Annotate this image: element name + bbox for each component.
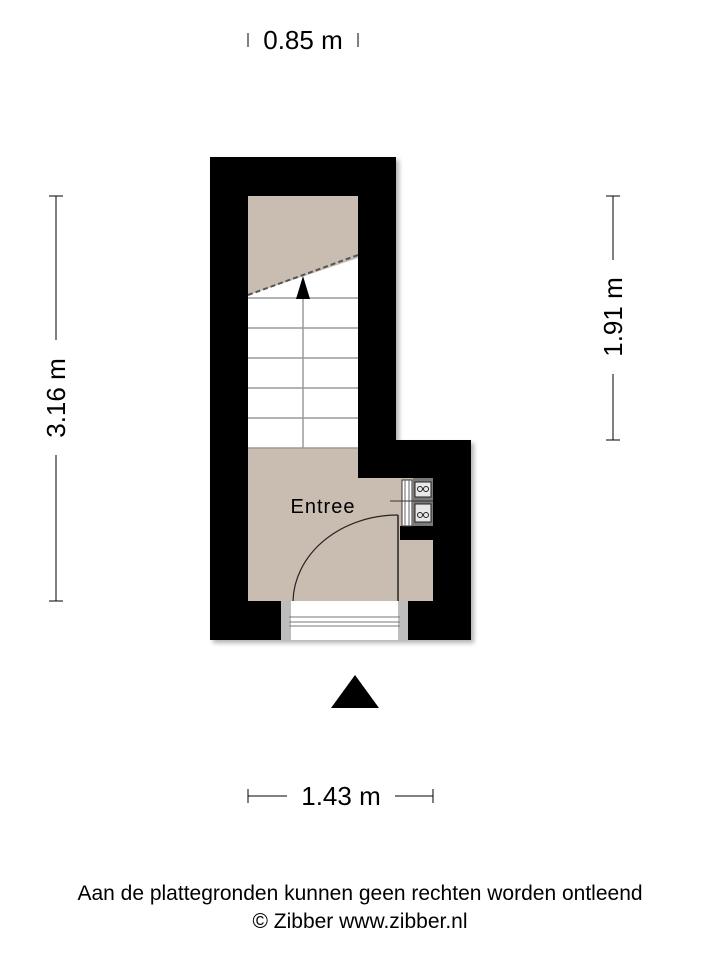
- north-arrow-triangle-icon: [331, 675, 379, 708]
- dimension-bottom-label: 1.43 m: [301, 781, 381, 811]
- disclaimer-text: Aan de plattegronden kunnen geen rechten…: [77, 882, 643, 905]
- room-label-entree: Entree: [291, 496, 356, 518]
- dimension-bottom: 1.43 m: [247, 781, 434, 811]
- copyright-text: © Zibber www.zibber.nl: [252, 910, 468, 933]
- dimension-top: 0.85 m: [247, 25, 359, 55]
- dimension-top-label: 0.85 m: [263, 25, 343, 55]
- dimension-right: 1.91 m: [598, 195, 628, 441]
- stair-direction-arrow-icon: [296, 276, 310, 299]
- staircase: [247, 254, 359, 449]
- inner-wall-block: [400, 526, 433, 540]
- utility-meter-icon: [390, 478, 433, 527]
- front-door: [281, 514, 408, 640]
- dimension-right-label: 1.91 m: [598, 277, 628, 357]
- dimension-left: 3.16 m: [41, 195, 71, 602]
- dimension-left-label: 3.16 m: [41, 358, 71, 438]
